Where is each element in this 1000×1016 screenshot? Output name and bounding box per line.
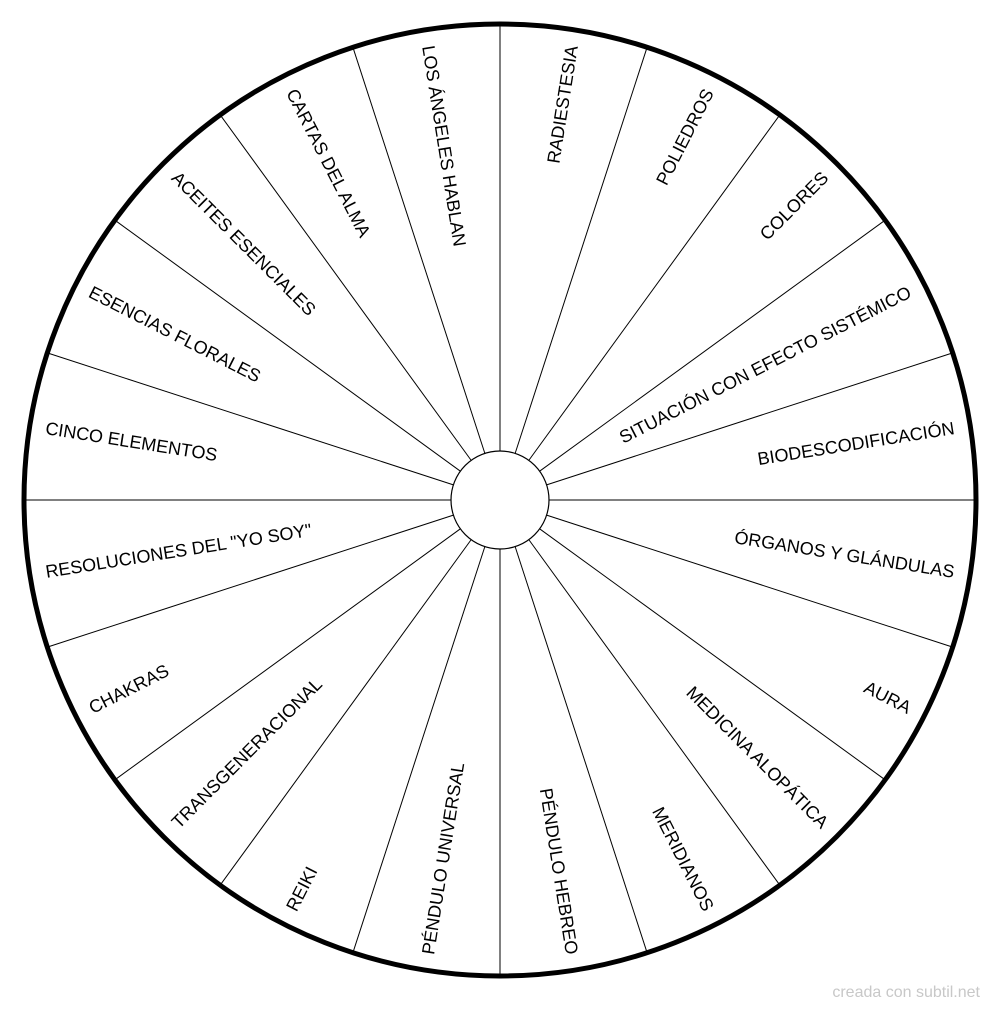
segment-divider: [114, 528, 461, 781]
segment-divider: [528, 114, 781, 461]
segment-divider: [539, 219, 886, 472]
segment-divider: [219, 539, 472, 886]
segment-label: RADIESTESIA: [543, 44, 581, 165]
segment-divider: [47, 514, 454, 648]
segment-label: ESENCIAS FLORALES: [86, 282, 264, 386]
segment-label: COLORES: [756, 168, 832, 244]
segment-label: TRANSGENERACIONAL: [168, 674, 326, 832]
outer-ring: [21, 21, 979, 979]
segment-label: AURA: [861, 677, 915, 718]
segment-divider: [47, 352, 454, 486]
segment-label: PÉNDULO UNIVERSAL: [418, 761, 468, 956]
segment-label: CARTAS DEL ALMA: [282, 86, 374, 241]
segment-label: CHAKRAS: [86, 660, 173, 717]
segment-label: ÓRGANOS Y GLÁNDULAS: [733, 526, 956, 582]
credit-text: creada con subtil.net: [832, 984, 980, 1001]
segment-label: SITUACIÓN CON EFECTO SISTÉMICO: [616, 281, 915, 447]
segment-divider: [539, 528, 886, 781]
segment-label: RESOLUCIONES DEL "YO SOY": [44, 520, 313, 582]
segment-divider: [546, 352, 953, 486]
segment-divider: [352, 546, 486, 953]
segment-label: ACEITES ESENCIALES: [168, 168, 320, 320]
segment-label: MEDICINA ALOPÁTICA: [682, 682, 832, 832]
segment-label: LOS ÁNGELES HABLAN: [418, 44, 470, 248]
segment-label: BIODESCODIFICACIÓN: [756, 417, 956, 469]
segment-divider: [528, 539, 781, 886]
segment-label: REIKI: [282, 863, 321, 914]
segment-dividers: [24, 24, 976, 976]
segment-divider: [514, 546, 648, 953]
center-hub: [450, 450, 550, 550]
segment-divider: [219, 114, 472, 461]
segment-label: POLIEDROS: [652, 86, 718, 189]
segment-divider: [514, 47, 648, 454]
segment-label: PÉNDULO HEBREO: [536, 787, 582, 956]
segment-divider: [352, 47, 486, 454]
segment-divider: [546, 514, 953, 648]
segment-divider: [114, 219, 461, 472]
segment-label: CINCO ELEMENTOS: [44, 418, 219, 465]
segment-label: MERIDIANOS: [648, 804, 718, 915]
